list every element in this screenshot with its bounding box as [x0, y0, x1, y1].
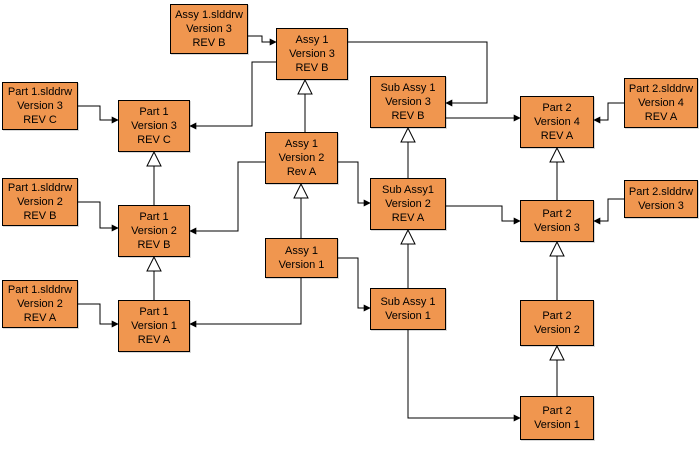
node-label: Version 3	[186, 22, 232, 35]
node-label: Part 1.slddrw	[7, 181, 73, 194]
node-label: REV A	[23, 312, 57, 325]
node-label: Part 1	[139, 305, 169, 318]
lineage-triangle-icon	[549, 240, 565, 257]
node-label: REV A	[540, 130, 574, 143]
node-label: Assy 1.slddrw	[175, 8, 243, 21]
node-label: Version 4	[638, 96, 684, 109]
node-label: Rev A	[286, 166, 317, 179]
node-label: Part 2	[542, 207, 572, 220]
lineage-triangle-icon	[549, 146, 565, 163]
lineage-triangle-icon	[146, 255, 162, 272]
edge-assy1-drawing-v3-to-assy1-v3	[248, 35, 277, 46]
node-label: Assy 1	[284, 244, 318, 257]
node-label: REV C	[137, 134, 171, 147]
node-label: Version 1	[278, 259, 325, 271]
node-label: Version 3	[17, 99, 63, 112]
edge-assy1-v3-to-part1-v3	[189, 61, 276, 130]
node-label: Version 2	[131, 224, 177, 237]
node-label: Version 1	[131, 319, 177, 332]
node-label: Version 3	[534, 222, 580, 234]
node-label: REV B	[137, 239, 171, 252]
lineage-triangle-icon	[297, 78, 313, 95]
node-part2-v2[interactable]: Part 2 Version 2	[520, 300, 594, 346]
node-label: Part 2.slddrw	[628, 82, 694, 95]
edge-part1-drawing-v3-to-part1-v3	[78, 105, 119, 124]
node-label: Version 2	[17, 297, 63, 310]
node-label: Version 3	[385, 95, 431, 108]
node-subassy1-v1[interactable]: Sub Assy 1 Version 1	[370, 288, 446, 330]
node-label: Version 2	[385, 197, 431, 210]
node-label: Version 2	[17, 195, 63, 208]
node-label: REV A	[391, 212, 425, 225]
lineage-triangle-icon	[293, 182, 309, 199]
edge-subassy1-v1-to-part2-v1	[407, 330, 521, 422]
edge-part2-drawing-v4-to-part2-v4	[593, 102, 624, 124]
node-label: Version 3	[131, 119, 177, 132]
node-label: Version 3	[289, 47, 335, 60]
node-label: Part 2	[542, 309, 572, 322]
node-label: Version 2	[278, 151, 325, 164]
edge-assy1-v3-to-subassy1-v3	[348, 41, 488, 107]
node-label: Part 1.slddrw	[7, 85, 73, 98]
node-label: REV C	[23, 114, 57, 127]
node-label: Part 1	[139, 105, 169, 118]
node-label: Sub Assy1	[382, 183, 434, 196]
node-label: Assy 1	[295, 33, 329, 46]
node-label: REV B	[23, 210, 57, 223]
node-label: Part 1.slddrw	[7, 283, 73, 296]
node-label: Part 1	[139, 210, 169, 223]
node-label: Part 2.slddrw	[628, 185, 694, 198]
edge-subassy1-v2-to-part2-v3	[446, 205, 521, 225]
node-label: Part 2	[542, 404, 572, 417]
edge-assy1-v2-to-subassy1-v2	[338, 161, 371, 207]
lineage-triangle-icon	[400, 126, 416, 143]
edge-part1-drawing-v2a-to-part1-v1	[78, 303, 119, 328]
node-part2-v3[interactable]: Part 2 Version 3	[520, 200, 594, 242]
lineage-triangle-icon	[146, 150, 162, 167]
node-label: Part 2	[542, 101, 572, 114]
node-label: Version 1	[385, 310, 431, 322]
edge-assy1-v1-to-subassy1-v1	[338, 257, 371, 312]
node-part2-v1[interactable]: Part 2 Version 1	[520, 396, 594, 440]
lineage-triangle-icon	[549, 344, 565, 361]
node-label: REV A	[644, 111, 678, 124]
lineage-triangle-icon	[400, 228, 416, 245]
node-label: Version 3	[638, 200, 684, 212]
node-label: REV B	[391, 110, 425, 123]
node-label: REV A	[137, 334, 171, 347]
node-label: Sub Assy 1	[380, 81, 436, 94]
node-label: REV B	[295, 62, 329, 75]
edge-assy1-v1-to-part1-v1	[189, 278, 302, 328]
node-label: Version 2	[534, 324, 580, 336]
edge-part2-drawing-v3-to-part2-v3	[593, 198, 624, 225]
node-assy1-v1[interactable]: Assy 1 Version 1	[265, 238, 338, 278]
node-label: REV B	[192, 37, 226, 50]
edge-part1-drawing-v2b-to-part1-v2	[78, 201, 119, 232]
node-label: Assy 1	[284, 137, 318, 150]
node-label: Sub Assy 1	[380, 295, 436, 308]
edge-assy1-v2-to-part1-v2	[189, 161, 265, 235]
node-label: Version 4	[534, 115, 580, 128]
node-label: Version 1	[534, 419, 580, 431]
